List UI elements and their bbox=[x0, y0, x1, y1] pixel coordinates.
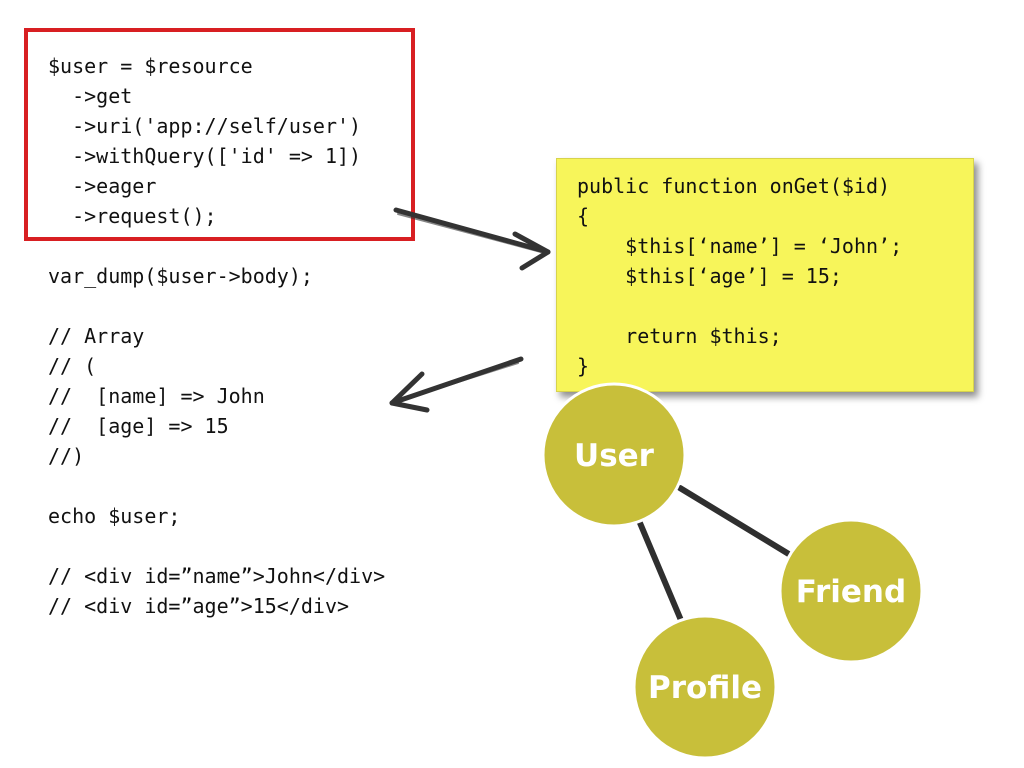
output-code-line: var_dump($user->body); bbox=[48, 264, 313, 288]
request-code-line: ->get bbox=[48, 84, 133, 108]
node-profile: Profile bbox=[632, 614, 778, 760]
request-code-line: ->uri('app://self/user') bbox=[48, 114, 362, 138]
request-code-line: ->withQuery(['id' => 1]) bbox=[48, 144, 362, 168]
resource-graph-edges bbox=[637, 485, 795, 628]
request-code-line: ->request(); bbox=[48, 204, 217, 228]
node-label-profile: Profile bbox=[648, 670, 762, 706]
onget-handler-code: public function onGet($id) { $this[‘name… bbox=[577, 171, 967, 385]
request-code-line: ->eager bbox=[48, 174, 157, 198]
edge-user-friend bbox=[677, 485, 795, 559]
arrow-handler-to-output bbox=[389, 356, 524, 413]
handler-code-line: public function onGet($id) bbox=[577, 174, 891, 198]
output-code-line: // [name] => John bbox=[48, 384, 265, 408]
handler-code-line: return $this; bbox=[577, 324, 782, 348]
request-code-line: $user = $resource bbox=[48, 54, 253, 78]
handler-code-line: } bbox=[577, 354, 590, 378]
node-label-user: User bbox=[574, 438, 655, 474]
node-label-friend: Friend bbox=[796, 574, 906, 610]
request-code-highlight-box bbox=[24, 28, 415, 241]
edge-user-profile bbox=[637, 520, 686, 628]
handler-code-line: { bbox=[577, 204, 590, 228]
output-code-line: // Array bbox=[48, 324, 145, 348]
output-code-line: // <div id=”age”>15</div> bbox=[48, 594, 350, 618]
resource-request-code: $user = $resource ->get ->uri('app://sel… bbox=[48, 51, 408, 231]
output-code-line: //) bbox=[48, 444, 85, 468]
arrow-request-to-handler bbox=[393, 207, 551, 271]
onget-handler-card: public function onGet($id) { $this[‘name… bbox=[556, 158, 974, 392]
handler-code-line: $this[‘name’] = ‘John’; bbox=[577, 234, 903, 258]
output-code-line: // [age] => 15 bbox=[48, 414, 229, 438]
node-friend: Friend bbox=[778, 518, 924, 664]
handler-code-line: $this[‘age’] = 15; bbox=[577, 264, 842, 288]
node-user: User bbox=[541, 382, 687, 528]
output-code-line: echo $user; bbox=[48, 504, 181, 528]
output-code-line: // <div id=”name”>John</div> bbox=[48, 564, 386, 588]
output-code: var_dump($user->body); // Array // ( // … bbox=[48, 261, 518, 621]
resource-graph-nodes: User Friend Profile bbox=[541, 382, 924, 760]
output-code-line: // ( bbox=[48, 354, 97, 378]
